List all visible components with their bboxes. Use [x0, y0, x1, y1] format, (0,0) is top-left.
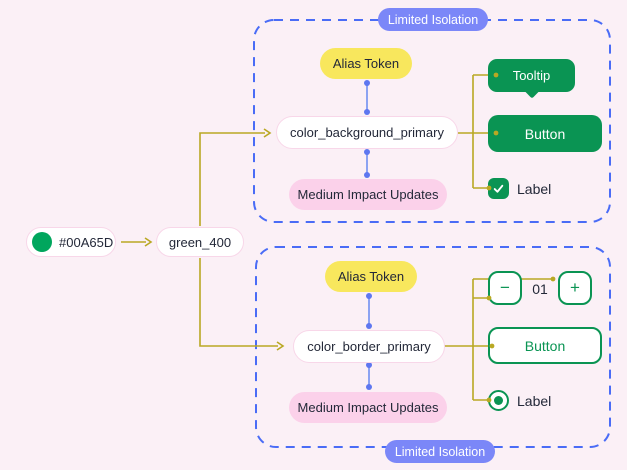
- alias-token-pill-bottom[interactable]: Alias Token: [325, 261, 417, 292]
- alias-token-label-bottom: Alias Token: [337, 269, 405, 284]
- arrow-primitive-to-border: [199, 258, 285, 351]
- isolation-badge-bottom: Limited Isolation: [385, 440, 495, 463]
- impact-pill-bottom: Medium Impact Updates: [289, 392, 447, 423]
- isolation-badge-bottom-label: Limited Isolation: [394, 444, 486, 459]
- color-swatch-icon: [32, 232, 52, 252]
- stepper-value: 01: [528, 279, 552, 299]
- hex-color-label: #00A65D: [59, 234, 114, 250]
- check-icon: [493, 184, 504, 193]
- stepper-value-text: 01: [532, 281, 548, 297]
- hex-color-node[interactable]: #00A65D: [26, 227, 116, 257]
- tooltip-caret: [523, 81, 541, 99]
- isolation-badge-top-label: Limited Isolation: [387, 12, 479, 27]
- impact-label-bottom: Medium Impact Updates: [297, 400, 439, 415]
- arrow-primitive-to-background: [199, 128, 272, 226]
- primitive-token-node[interactable]: green_400: [156, 227, 244, 257]
- impact-pill-top: Medium Impact Updates: [289, 179, 447, 210]
- tooltip-label: Tooltip: [512, 68, 551, 83]
- filled-button-label: Button: [524, 125, 566, 142]
- primitive-token-label: green_400: [168, 234, 232, 250]
- checkbox-label-text: Label: [517, 180, 552, 197]
- checkbox-component[interactable]: [488, 178, 509, 199]
- tree-top-group: [458, 74, 490, 189]
- checkbox-label: Label: [517, 178, 551, 199]
- minus-icon: −: [500, 278, 510, 297]
- alias-token-label-top: Alias Token: [332, 56, 400, 71]
- radio-dot-icon: [494, 396, 503, 405]
- alias-token-pill-top[interactable]: Alias Token: [320, 48, 412, 79]
- stepper-minus-button[interactable]: −: [488, 271, 522, 305]
- isolation-badge-top: Limited Isolation: [378, 8, 488, 31]
- plus-icon: +: [570, 278, 580, 297]
- filled-button-component[interactable]: Button: [488, 115, 602, 152]
- radio-label: Label: [517, 390, 551, 411]
- token-node-background-primary[interactable]: color_background_primary: [276, 116, 458, 149]
- stepper-plus-button[interactable]: +: [558, 271, 592, 305]
- outline-button-component[interactable]: Button: [488, 327, 602, 364]
- token-node-border-primary[interactable]: color_border_primary: [293, 330, 445, 363]
- token-label-background-primary: color_background_primary: [290, 125, 444, 140]
- tooltip-component[interactable]: Tooltip: [488, 59, 575, 99]
- arrow-hex-to-primitive: [121, 237, 153, 247]
- impact-label-top: Medium Impact Updates: [297, 187, 439, 202]
- radio-component[interactable]: [488, 390, 509, 411]
- outline-button-label: Button: [524, 337, 566, 354]
- radio-label-text: Label: [517, 392, 552, 409]
- token-label-border-primary: color_border_primary: [307, 339, 431, 354]
